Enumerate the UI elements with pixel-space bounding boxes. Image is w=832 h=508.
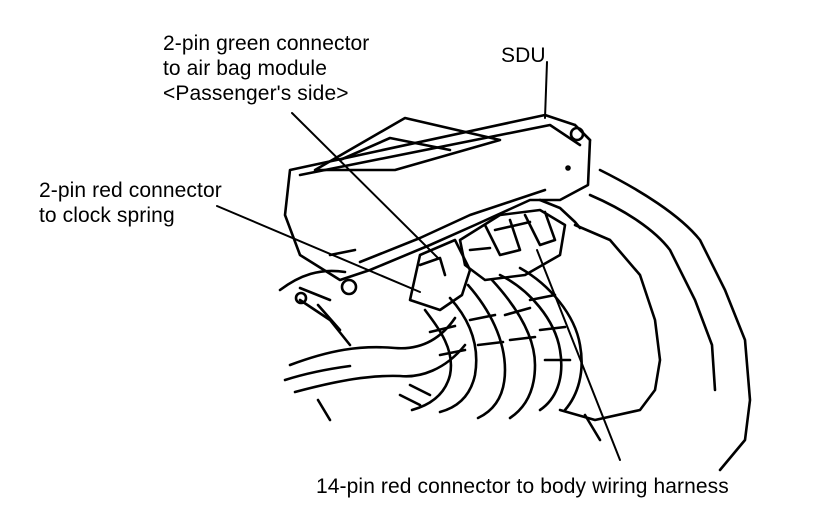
callout-harness-connector-text: 14-pin red connector to body wiring harn… (316, 475, 729, 498)
leader-lines (216, 61, 621, 461)
wiring-harness (283, 266, 583, 420)
connector-block (408, 198, 582, 312)
leader-green-connector (291, 112, 439, 259)
callout-sdu-text: SDU (501, 44, 546, 67)
floor-console-outline (278, 168, 752, 472)
sdu-unit (283, 113, 592, 296)
callout-green-connector-line-2: to air bag module (163, 57, 327, 80)
callout-green-connector: 2-pin green connector to air bag module … (163, 31, 369, 106)
callout-green-connector-line-3: <Passenger's side> (163, 82, 349, 105)
callout-red-connector: 2-pin red connector to clock spring (39, 178, 222, 228)
leader-red-connector (216, 205, 421, 293)
callout-harness-connector: 14-pin red connector to body wiring harn… (316, 474, 729, 499)
callout-green-connector-line-1: 2-pin green connector (163, 32, 370, 55)
callout-sdu: SDU (501, 43, 546, 68)
callout-red-connector-line-2: to clock spring (39, 204, 175, 227)
callout-red-connector-line-1: 2-pin red connector (39, 179, 222, 202)
leader-sdu (544, 61, 548, 119)
leader-14pin-connector (536, 249, 621, 461)
